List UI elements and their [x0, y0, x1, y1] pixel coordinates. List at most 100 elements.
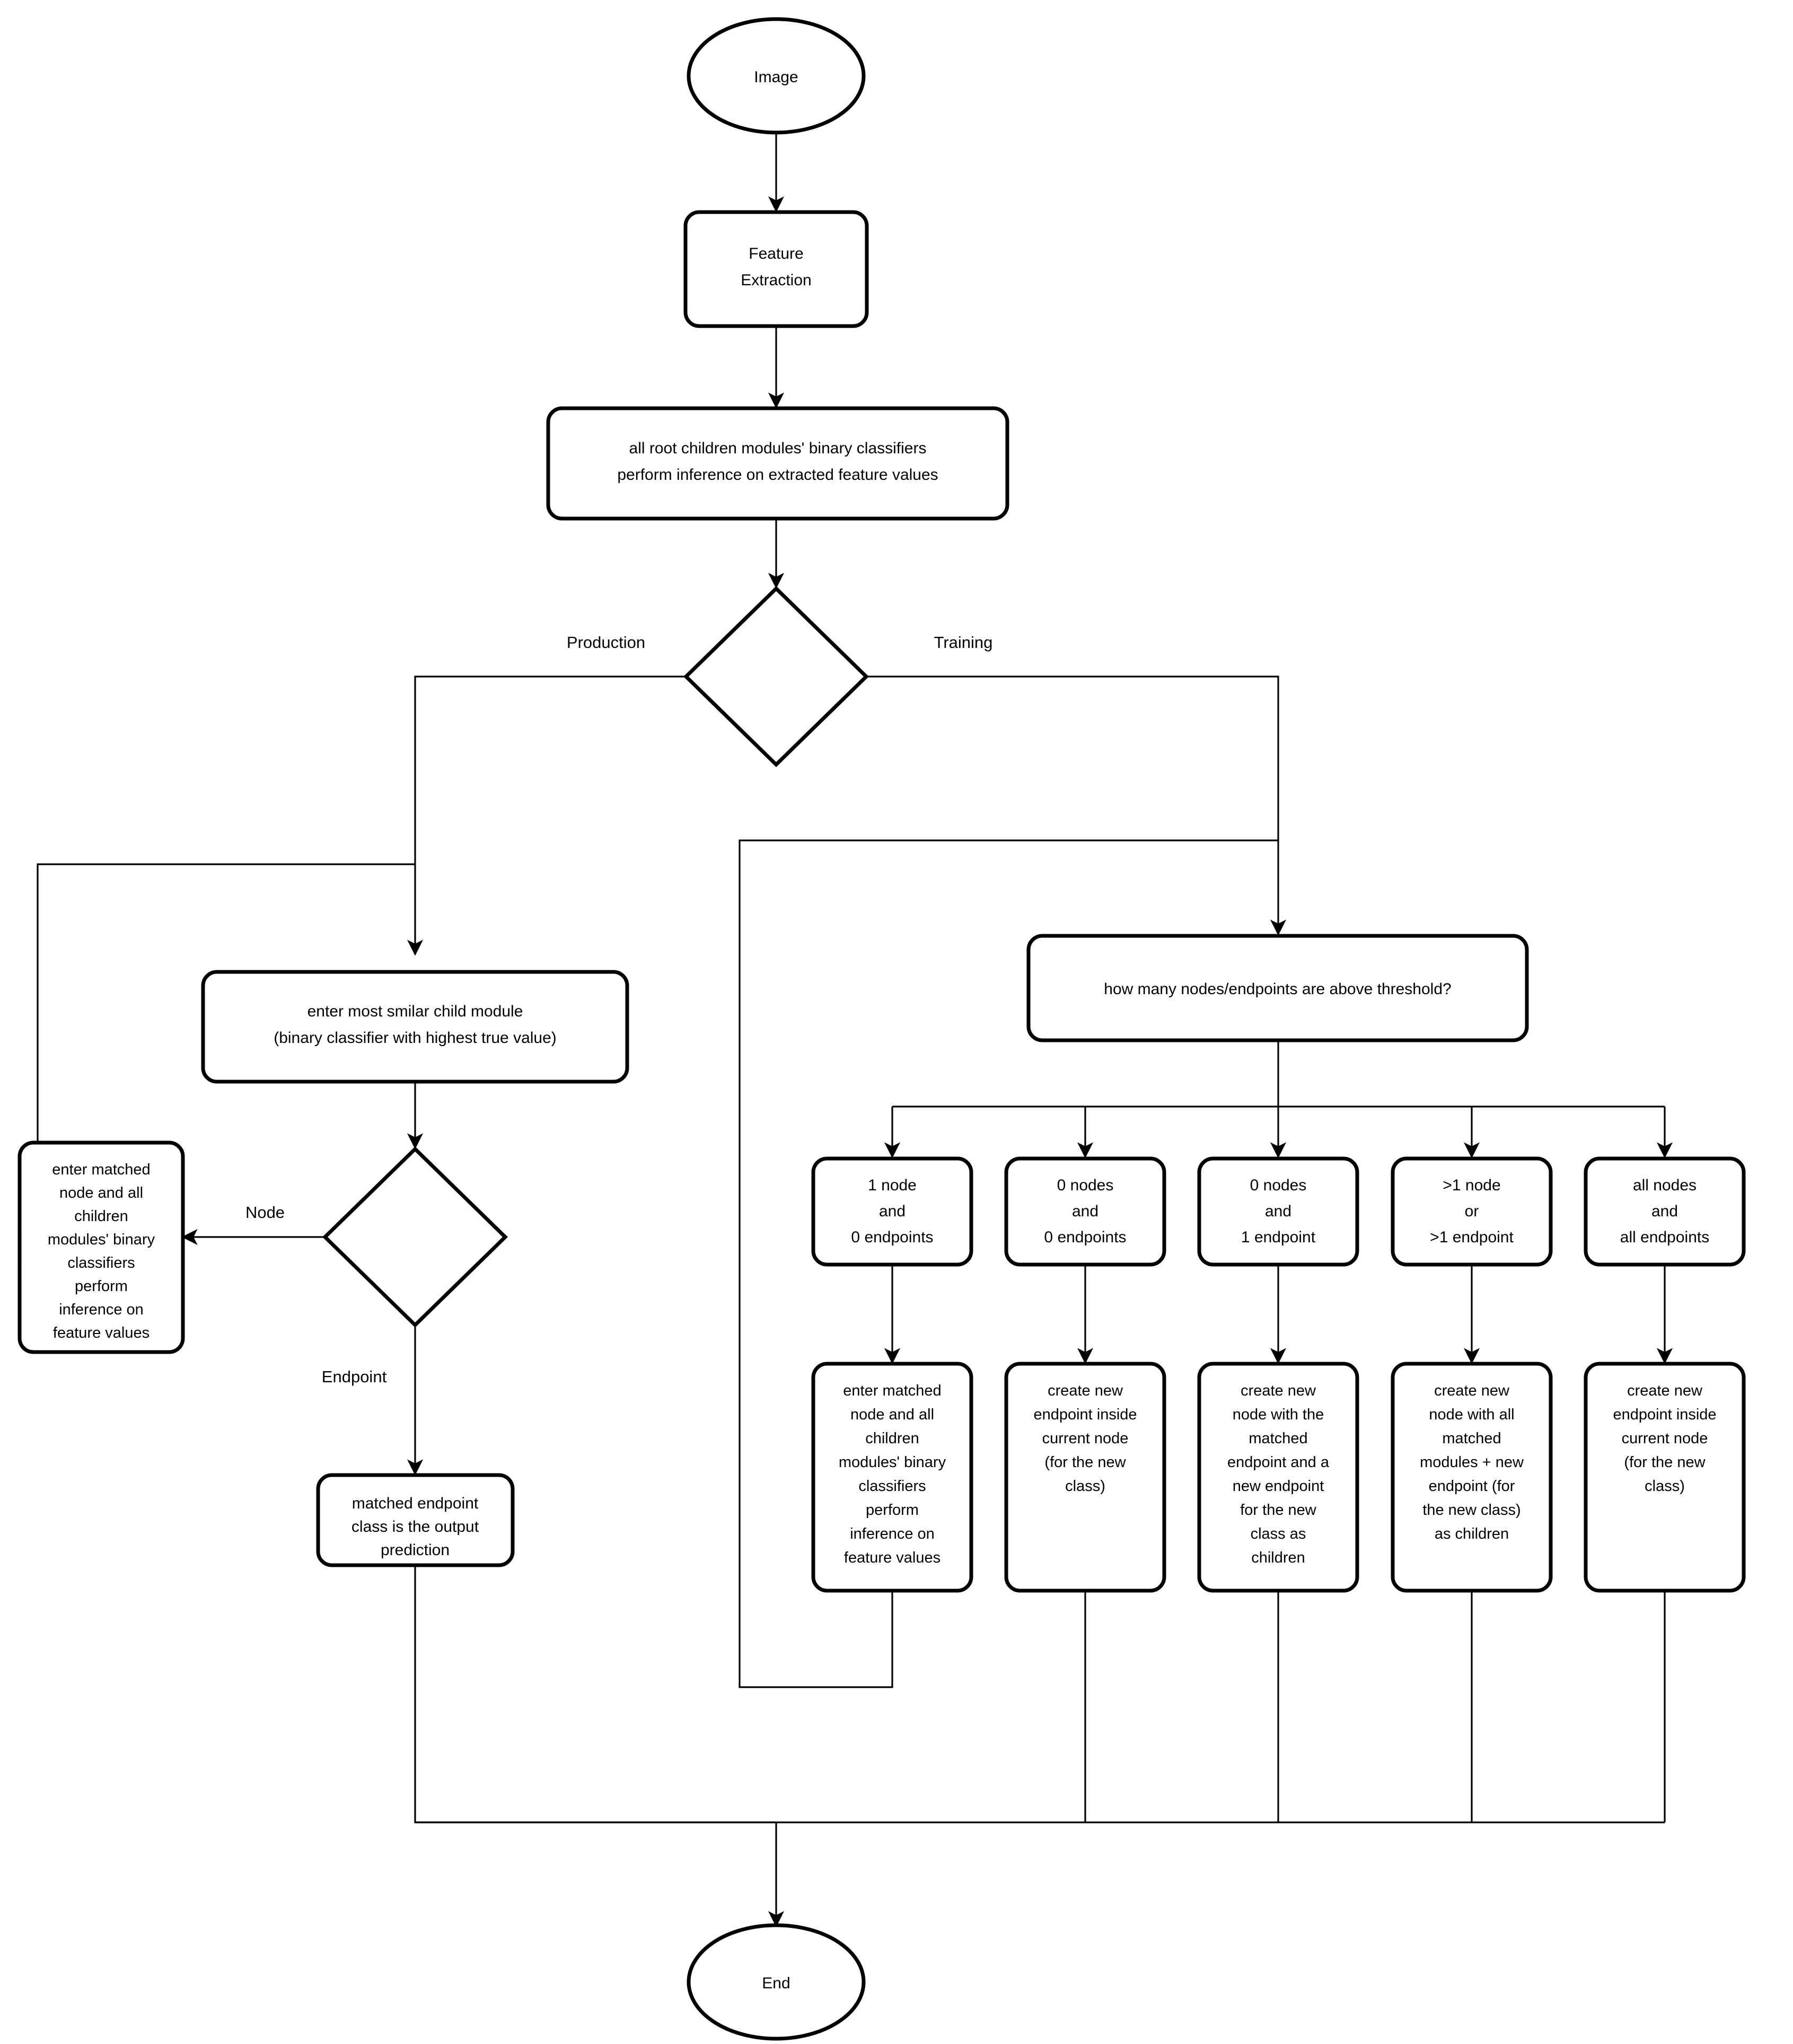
act-3-box[interactable] [1197, 1362, 1359, 1593]
act-3-line-4: endpoint and a [1227, 1454, 1330, 1471]
threshold-question-box[interactable] [1026, 934, 1529, 1042]
matched-node-prod-line-6: perform [75, 1278, 128, 1295]
node-endpoint-decision-diamond[interactable] [322, 1146, 508, 1328]
act-5-box[interactable] [1584, 1362, 1746, 1593]
root-inference-box[interactable] [546, 406, 1009, 521]
act-2-box[interactable] [1004, 1362, 1166, 1593]
act-1-line-4: modules' binary [839, 1454, 946, 1471]
cond-3-line-2: and [1265, 1203, 1291, 1220]
act-1-line-7: inference on [850, 1525, 935, 1542]
node-act-1[interactable]: enter matched node and all children modu… [811, 1362, 973, 1593]
act-1-line-3: children [865, 1430, 919, 1447]
node-act-2[interactable]: create new endpoint inside current node … [1004, 1362, 1166, 1593]
enter-child-module-box[interactable] [201, 970, 629, 1084]
act-4-line-2: node with all [1429, 1406, 1514, 1423]
act-3-line-7: class as [1251, 1525, 1306, 1542]
feature-extraction-line-2: Extraction [741, 271, 811, 289]
node-node-endpoint-decision[interactable] [322, 1146, 508, 1328]
cond-5-line-2: and [1651, 1203, 1678, 1220]
node-cond-1[interactable]: 1 node and 0 endpoints [811, 1156, 973, 1267]
act-3-line-6: for the new [1240, 1502, 1317, 1519]
node-cond-3[interactable]: 0 nodes and 1 endpoint [1197, 1156, 1359, 1267]
node-cond-5[interactable]: all nodes and all endpoints [1584, 1156, 1746, 1267]
enter-child-module-line-2: (binary classifier with highest true val… [274, 1029, 557, 1047]
edge-label-endpoint: Endpoint [322, 1367, 387, 1386]
act-3-line-3: matched [1249, 1430, 1307, 1447]
act-2-line-2: endpoint inside [1033, 1406, 1137, 1423]
cond-3-line-3: 1 endpoint [1241, 1229, 1316, 1246]
act-4-line-6: the new class) [1422, 1502, 1520, 1519]
node-cond-4[interactable]: >1 node or >1 endpoint [1391, 1156, 1553, 1267]
act-4-line-7: as children [1435, 1525, 1509, 1542]
act-5-line-5: class) [1645, 1478, 1685, 1495]
cond-2-line-3: 0 endpoints [1044, 1229, 1126, 1246]
cond-1-line-2: and [879, 1203, 906, 1220]
node-root-inference[interactable]: all root children modules' binary classi… [546, 406, 1009, 521]
act-1-line-1: enter matched [843, 1382, 941, 1399]
act-3-line-8: children [1251, 1549, 1305, 1566]
start-label: Image [754, 68, 798, 86]
node-act-3[interactable]: create new node with the matched endpoin… [1197, 1362, 1359, 1593]
act-4-box[interactable] [1391, 1362, 1553, 1593]
act-1-line-8: feature values [844, 1549, 941, 1566]
act-1-box[interactable] [811, 1362, 973, 1593]
edge-label-node: Node [245, 1203, 285, 1222]
act-5-line-1: create new [1627, 1382, 1703, 1399]
output-prediction-line-2: class is the output [351, 1518, 479, 1536]
root-inference-line-2: perform inference on extracted feature v… [617, 466, 938, 484]
node-threshold-question[interactable]: how many nodes/endpoints are above thres… [1026, 934, 1529, 1042]
cond-4-line-1: >1 node [1443, 1177, 1500, 1194]
threshold-question-label: how many nodes/endpoints are above thres… [1104, 980, 1451, 998]
node-end[interactable]: End [687, 1923, 866, 2041]
matched-node-prod-line-7: inference on [59, 1301, 144, 1318]
cond-1-box[interactable] [811, 1156, 973, 1267]
cond-2-line-1: 0 nodes [1057, 1177, 1114, 1194]
output-prediction-box[interactable] [316, 1473, 515, 1567]
matched-node-prod-line-4: modules' binary [48, 1231, 155, 1248]
cond-4-line-2: or [1465, 1203, 1479, 1220]
matched-node-prod-line-2: node and all [59, 1185, 143, 1201]
act-3-line-1: create new [1241, 1382, 1316, 1399]
act-4-line-1: create new [1434, 1382, 1510, 1399]
node-act-4[interactable]: create new node with all matched modules… [1391, 1362, 1553, 1593]
node-enter-child-module[interactable]: enter most smilar child module (binary c… [201, 970, 629, 1084]
act-1-line-2: node and all [850, 1406, 934, 1423]
cond-5-box[interactable] [1584, 1156, 1746, 1267]
node-output-prediction[interactable]: matched endpoint class is the output pre… [316, 1473, 515, 1567]
act-2-line-1: create new [1048, 1382, 1123, 1399]
edge-output-prediction-to-end-bus [414, 1564, 776, 1823]
cond-5-line-3: all endpoints [1620, 1229, 1709, 1246]
cond-4-box[interactable] [1391, 1156, 1553, 1267]
root-inference-line-1: all root children modules' binary classi… [629, 440, 927, 457]
act-5-line-3: current node [1622, 1430, 1708, 1447]
node-feature-extraction[interactable]: Feature Extraction [683, 210, 869, 328]
feature-extraction-box[interactable] [683, 210, 869, 328]
act-2-line-4: (for the new [1044, 1454, 1126, 1471]
cond-1-line-3: 0 endpoints [851, 1229, 933, 1246]
enter-matched-node-prod-text: enter matched node and all children modu… [48, 1161, 155, 1341]
edge-label-production: Production [567, 633, 645, 652]
node-start[interactable]: Image [687, 17, 866, 135]
start-ellipse[interactable] [687, 17, 866, 135]
act-4-line-5: endpoint (for [1429, 1478, 1515, 1495]
act-5-line-2: endpoint inside [1613, 1406, 1716, 1423]
act-3-line-5: new endpoint [1233, 1478, 1324, 1495]
mode-decision-diamond[interactable] [683, 586, 869, 767]
feature-extraction-line-1: Feature [749, 245, 803, 262]
node-act-5[interactable]: create new endpoint inside current node … [1584, 1362, 1746, 1593]
enter-matched-node-prod-box[interactable] [17, 1141, 185, 1354]
node-enter-matched-node-prod[interactable]: enter matched node and all children modu… [17, 1141, 185, 1354]
node-mode-decision[interactable] [683, 586, 869, 767]
node-cond-2[interactable]: 0 nodes and 0 endpoints [1004, 1156, 1166, 1267]
act-4-line-3: matched [1442, 1430, 1501, 1447]
act-2-line-3: current node [1042, 1430, 1129, 1447]
matched-node-prod-line-1: enter matched [52, 1161, 150, 1178]
end-ellipse[interactable] [687, 1923, 866, 2041]
cond-1-line-1: 1 node [868, 1177, 917, 1194]
edge-label-training: Training [934, 633, 993, 652]
edge-matched-node-loopback [37, 863, 415, 1142]
cond-2-box[interactable] [1004, 1156, 1166, 1267]
cond-3-box[interactable] [1197, 1156, 1359, 1267]
cond-2-line-2: and [1072, 1203, 1098, 1220]
